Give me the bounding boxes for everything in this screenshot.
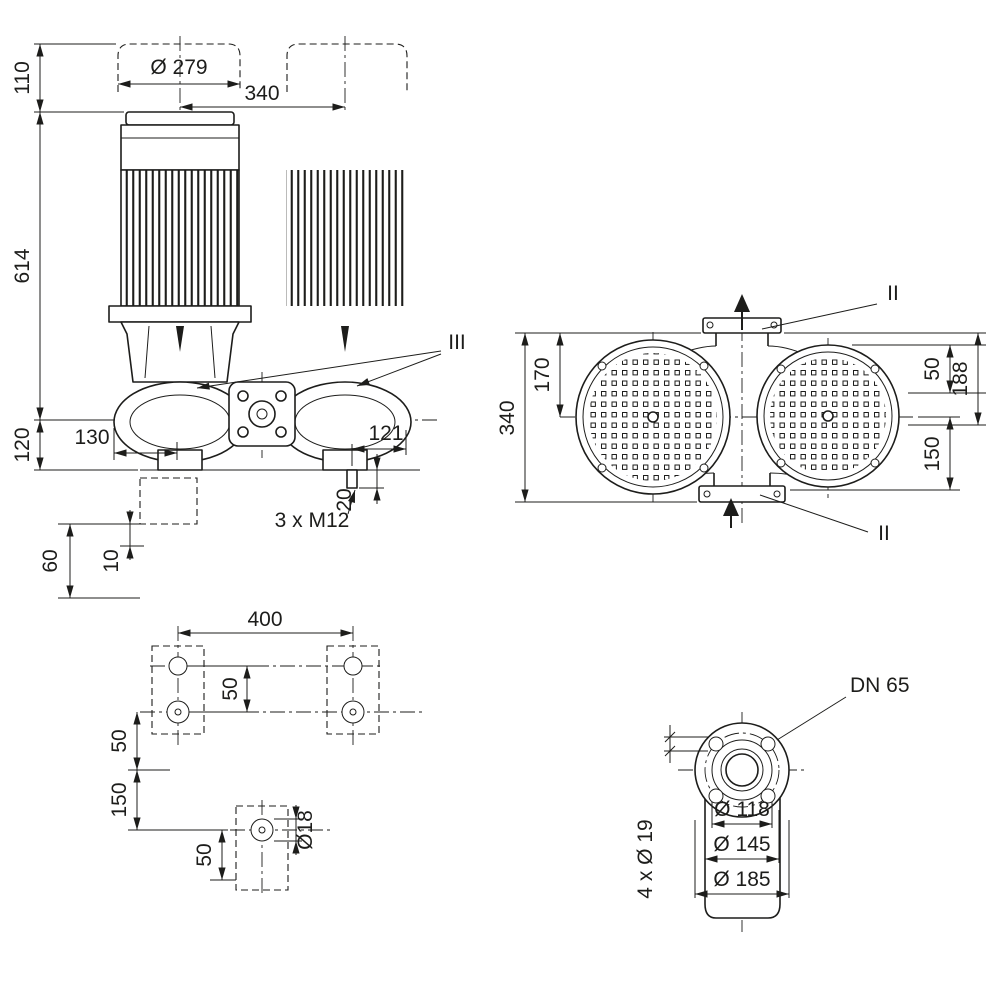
label-section-ii-bottom: II: [878, 522, 890, 545]
label-section-ii-top: II: [887, 282, 899, 305]
pad-bottom: [235, 805, 289, 891]
drain-stub: [346, 469, 358, 489]
dim-motor-diameter: Ø 279: [150, 56, 207, 79]
dim-hole-pair: 50: [219, 677, 242, 700]
dim-base-height: 120: [11, 427, 34, 462]
dim-lift-clearance: 110: [11, 61, 34, 94]
top-casing: [575, 317, 900, 503]
label-nominal-diameter: DN 65: [850, 674, 910, 697]
dim-hole-diameter: Ø18: [294, 810, 317, 850]
top-dimensions: 170 340 50 188 150 II II: [496, 282, 986, 545]
bolt-hole: [708, 736, 724, 752]
dim-150: 150: [921, 436, 944, 471]
dim-outer-diameter: Ø 185: [713, 868, 770, 891]
front-dimensions: Ø 279 340 110 614 120 130 121 20 3 x M12…: [11, 43, 466, 599]
dim-188: 188: [949, 361, 972, 396]
dim-50: 50: [921, 357, 944, 380]
dim-bolt-spacing: 400: [247, 608, 282, 631]
top-view: 170 340 50 188 150 II II: [496, 282, 986, 545]
dim-depth-60: 60: [39, 549, 62, 572]
bolt-hole: [760, 788, 776, 804]
flange-body: [694, 722, 790, 919]
motor-flange: [108, 305, 252, 323]
dim-150: 150: [108, 782, 131, 817]
flow-arrow-top: [734, 294, 750, 312]
dim-raised-face: Ø 118: [714, 798, 770, 821]
dim-bottom-50: 50: [193, 843, 216, 866]
anchor-holes: [166, 656, 365, 842]
port-flange-bottom: [698, 485, 786, 503]
bolt-hole: [760, 736, 776, 752]
dim-left-offset: 130: [74, 426, 109, 449]
flange-dimensions: DN 65 Ø 118 Ø 145 Ø 185 4 x Ø 19: [634, 674, 910, 899]
label-section-iii: III: [448, 331, 466, 354]
dim-bolt-circle: Ø 145: [713, 833, 770, 856]
center-flange: [228, 381, 296, 447]
dim-drain: 20: [333, 488, 356, 511]
pad-right: [326, 645, 380, 735]
motor-removal-envelopes: [117, 43, 408, 92]
foundation-dimensions: 400 50 50 150 50 Ø18: [108, 608, 353, 881]
flange-view: DN 65 Ø 118 Ø 145 Ø 185 4 x Ø 19: [634, 674, 910, 932]
dim-motor-spacing: 340: [244, 82, 279, 105]
bolt-hole: [708, 788, 724, 804]
flow-arrows: [723, 294, 750, 528]
dim-width: 340: [496, 400, 519, 435]
dim-height: 614: [11, 248, 34, 283]
label-anchor-bolts: 3 x M12: [275, 509, 350, 532]
motor-right: [273, 111, 417, 383]
foundation-view: 400 50 50 150 50 Ø18: [108, 608, 425, 896]
flow-arrow-bottom: [723, 498, 739, 516]
pipe-body: [704, 780, 781, 919]
shaft-mark: [176, 326, 184, 352]
motor-fin-section: [120, 169, 240, 307]
grout-pad: [139, 477, 198, 525]
foot-right: [322, 449, 368, 471]
motor-housing: [120, 124, 240, 171]
anchor-pads: [151, 645, 380, 891]
motor-cap: [125, 111, 235, 126]
dim-depth-10: 10: [100, 549, 123, 572]
front-view: Ø 279 340 110 614 120 130 121 20 3 x M12…: [11, 36, 466, 599]
pad-left: [151, 645, 205, 735]
dim-50: 50: [108, 729, 131, 752]
dim-right-offset: 121: [368, 422, 403, 445]
dim-bolt-holes: 4 x Ø 19: [634, 819, 657, 898]
motor-left: [108, 111, 252, 383]
dim-half-width: 170: [531, 357, 554, 392]
flange-bore: [725, 753, 759, 787]
